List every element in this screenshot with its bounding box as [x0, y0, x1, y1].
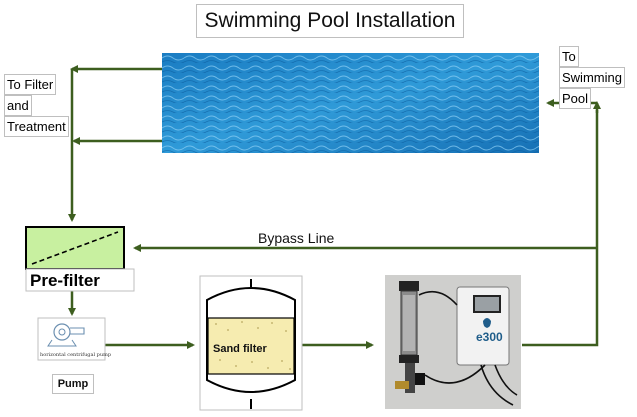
to-pool-line-3: Pool [559, 88, 592, 109]
to-filter-line-2: and [4, 95, 32, 116]
to-filter-label: To Filter and Treatment [2, 74, 71, 137]
pump-unit [37, 317, 106, 361]
device-brand-label: e300 [476, 330, 503, 344]
bypass-line-label: Bypass Line [258, 230, 335, 246]
to-swimming-pool-label: To Swimming Pool [559, 46, 625, 109]
pump-caption: horizontal centrifugal pump [40, 352, 112, 358]
to-pool-line-1: To [559, 46, 579, 67]
pool-water-image [162, 53, 539, 153]
prefilter-label: Pre-filter [30, 271, 100, 290]
pump-label: Pump [52, 374, 94, 394]
sand-filter-vessel [199, 275, 303, 411]
sand-filter-label: Sand filter [213, 343, 267, 355]
diagram-title: Swimming Pool Installation [196, 4, 464, 38]
return-pipe [522, 110, 599, 347]
to-filter-line-1: To Filter [4, 74, 57, 95]
to-filter-line-3: Treatment [4, 116, 69, 137]
e300-device-image: e300 [385, 275, 521, 409]
prefilter-unit [25, 226, 135, 292]
to-pool-line-2: Swimming [559, 67, 625, 88]
